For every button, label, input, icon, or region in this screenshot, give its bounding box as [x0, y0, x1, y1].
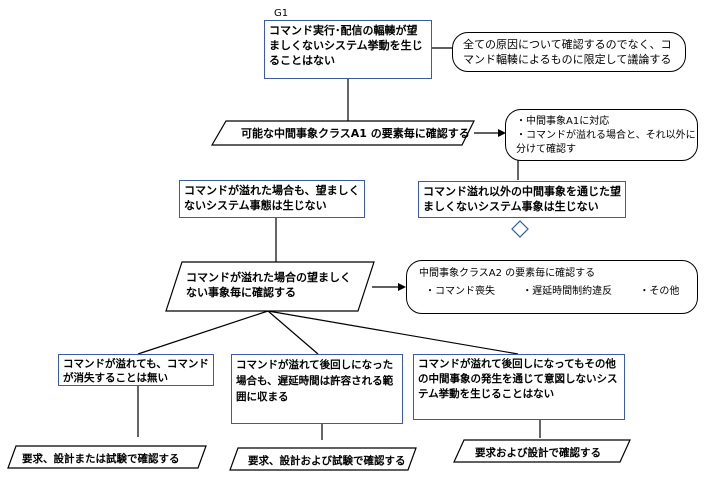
solution-2-shape — [229, 447, 417, 471]
strategy-a1-shape — [210, 120, 475, 146]
solution-3-shape — [453, 439, 631, 463]
arrow-strategymid-context-head — [398, 283, 406, 291]
context-a1: ・中間事象A1に対応 ・コマンドが溢れる場合と、それ以外に 分けて確認す — [505, 109, 698, 161]
context-a2-item: ・遅延時間制約違反 — [522, 286, 613, 297]
context-a1-line2: ・コマンドが溢れる場合と、それ以外に — [516, 130, 696, 141]
goal-left: コマンドが溢れた場合も、望ましくないシステム事態は生じない — [179, 180, 365, 218]
strategy-mid-shape — [165, 261, 375, 312]
strategy-mid: コマンドが溢れた場合の望ましくない事象毎に確認する — [186, 271, 351, 299]
solution-3: 要求および設計で確認する — [475, 447, 601, 459]
context-top: 全ての原因について確認するのでなく、コマンド輻輳によるものに限定して議論する — [452, 32, 686, 72]
context-a1-line3: 分けて確認す — [516, 144, 576, 155]
context-a2-item: ・コマンド喪失 — [425, 286, 495, 297]
connector-strategymid-b3 — [267, 310, 519, 355]
context-a2: 中間事象クラスA2 の要素毎に確認する ・コマンド喪失 ・遅延時間制約違反 ・そ… — [406, 260, 698, 314]
solution-2: 要求、設計および試験で確認する — [248, 455, 406, 467]
context-a2-title: 中間事象クラスA2 の要素毎に確認する — [419, 268, 596, 279]
connector-strategymid-b2 — [267, 310, 319, 355]
goal-b1: コマンドが溢れても、コマンドが消失することは無い — [58, 354, 214, 386]
context-a2-items: ・コマンド喪失 ・遅延時間制約違反 ・その他 — [419, 285, 685, 299]
goal-b2: コマンドが溢れて後回しになった場合も、遅延時間は許容される範囲に収まる — [231, 354, 403, 424]
solution-1-shape — [7, 445, 207, 469]
goal-top: コマンド実行･配信の輻輳が望ましくないシステム挙動を生じることはない — [264, 20, 432, 79]
strategy-a1: 可能な中間事象クラスA1 の要素毎に確認する — [241, 127, 470, 140]
arrow-strategy-context-head — [498, 129, 506, 137]
context-a1-line1: ・中間事象A1に対応 — [516, 116, 610, 127]
connector-strategymid-b1 — [137, 310, 269, 355]
goal-b3: コマンドが溢れて後回しになってもその他の中間事象の発生を通じて意図しないシステム… — [413, 354, 625, 420]
solution-1: 要求、設計または試験で確認する — [22, 453, 180, 465]
g1-label: G1 — [274, 8, 289, 19]
undeveloped-diamond-icon — [511, 220, 529, 238]
goal-right: コマンド溢れ以外の中間事象を通じた望ましくないシステム事象は生じない — [418, 181, 626, 218]
context-a2-item: ・その他 — [639, 286, 680, 297]
